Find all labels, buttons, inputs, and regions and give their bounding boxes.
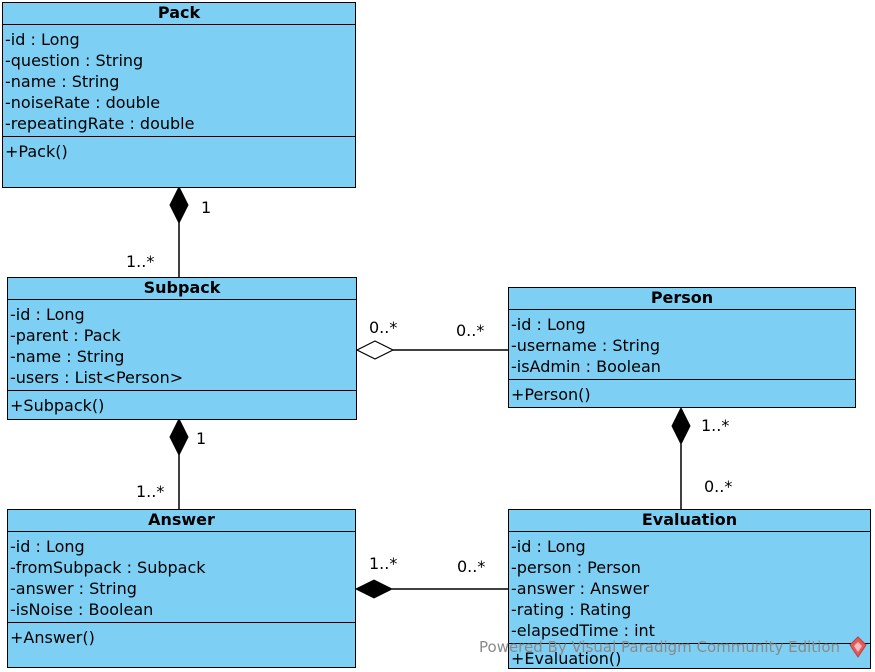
- subpack-person-aggregation-diamond: [355, 340, 395, 360]
- answer-evaluation-composition-diamond: [354, 579, 394, 599]
- attribute: -answer : Answer: [511, 579, 650, 598]
- visual-paradigm-logo-icon: [849, 636, 867, 658]
- operation: +Person(): [511, 385, 591, 404]
- attribute: -id : Long: [10, 305, 85, 324]
- attribute: -elapsedTime : int: [511, 621, 655, 640]
- attribute: -id : Long: [5, 30, 80, 49]
- pack-operations: +Pack(): [3, 137, 355, 164]
- subpack-answer-whole-multiplicity: 1: [196, 429, 207, 448]
- attribute: -question : String: [5, 51, 144, 70]
- subpack-class[interactable]: Subpack -id : Long -parent : Pack -name …: [7, 277, 357, 420]
- attribute: -answer : String: [10, 579, 137, 598]
- person-operations: +Person(): [509, 380, 855, 407]
- operation: +Evaluation(): [511, 649, 622, 668]
- subpack-class-name: Subpack: [8, 278, 356, 300]
- attribute: -person : Person: [511, 558, 641, 577]
- subpack-operations: +Subpack(): [8, 391, 356, 418]
- attribute: -id : Long: [511, 537, 586, 556]
- attribute: -users : List<Person>: [10, 368, 184, 387]
- person-attributes: -id : Long -username : String -isAdmin :…: [509, 310, 855, 380]
- attribute: -id : Long: [511, 315, 586, 334]
- subpack-person-part-multiplicity: 0..*: [456, 321, 485, 340]
- answer-operations: +Answer(): [8, 623, 355, 650]
- evaluation-class-name: Evaluation: [509, 510, 870, 532]
- evaluation-class[interactable]: Evaluation -id : Long -person : Person -…: [508, 509, 871, 669]
- answer-evaluation-part-multiplicity: 0..*: [457, 557, 486, 576]
- person-class[interactable]: Person -id : Long -username : String -is…: [508, 287, 856, 408]
- attribute: -isAdmin : Boolean: [511, 357, 661, 376]
- pack-class[interactable]: Pack -id : Long -question : String -name…: [2, 2, 356, 188]
- pack-attributes: -id : Long -question : String -name : St…: [3, 25, 355, 137]
- operation: +Pack(): [5, 142, 68, 161]
- attribute: -isNoise : Boolean: [10, 600, 154, 619]
- operation: +Subpack(): [10, 396, 105, 415]
- pack-subpack-part-multiplicity: 1..*: [126, 252, 155, 271]
- attribute: -name : String: [5, 72, 120, 91]
- pack-subpack-composition-diamond: [169, 185, 189, 225]
- attribute: -repeatingRate : double: [5, 114, 195, 133]
- pack-class-name: Pack: [3, 3, 355, 25]
- attribute: -rating : Rating: [511, 600, 632, 619]
- attribute: -parent : Pack: [10, 326, 121, 345]
- operation: +Answer(): [10, 628, 95, 647]
- answer-class[interactable]: Answer -id : Long -fromSubpack : Subpack…: [7, 509, 356, 668]
- evaluation-operations: +Evaluation(): [509, 644, 870, 671]
- attribute: -id : Long: [10, 537, 85, 556]
- person-evaluation-part-multiplicity: 0..*: [704, 477, 733, 496]
- attribute: -noiseRate : double: [5, 93, 161, 112]
- answer-evaluation-whole-multiplicity: 1..*: [369, 554, 398, 573]
- pack-subpack-whole-multiplicity: 1: [201, 198, 212, 217]
- subpack-person-whole-multiplicity: 0..*: [369, 318, 398, 337]
- person-evaluation-composition-diamond: [671, 406, 691, 446]
- attribute: -fromSubpack : Subpack: [10, 558, 206, 577]
- subpack-answer-composition-diamond: [169, 417, 189, 457]
- person-class-name: Person: [509, 288, 855, 310]
- person-evaluation-whole-multiplicity: 1..*: [701, 416, 730, 435]
- evaluation-attributes: -id : Long -person : Person -answer : An…: [509, 532, 870, 644]
- attribute: -name : String: [10, 347, 125, 366]
- subpack-answer-part-multiplicity: 1..*: [136, 482, 165, 501]
- attribute: -username : String: [511, 336, 661, 355]
- subpack-attributes: -id : Long -parent : Pack -name : String…: [8, 300, 356, 391]
- answer-class-name: Answer: [8, 510, 355, 532]
- answer-attributes: -id : Long -fromSubpack : Subpack -answe…: [8, 532, 355, 623]
- watermark-text: Powered By Visual Paradigm Community Edi…: [479, 638, 841, 656]
